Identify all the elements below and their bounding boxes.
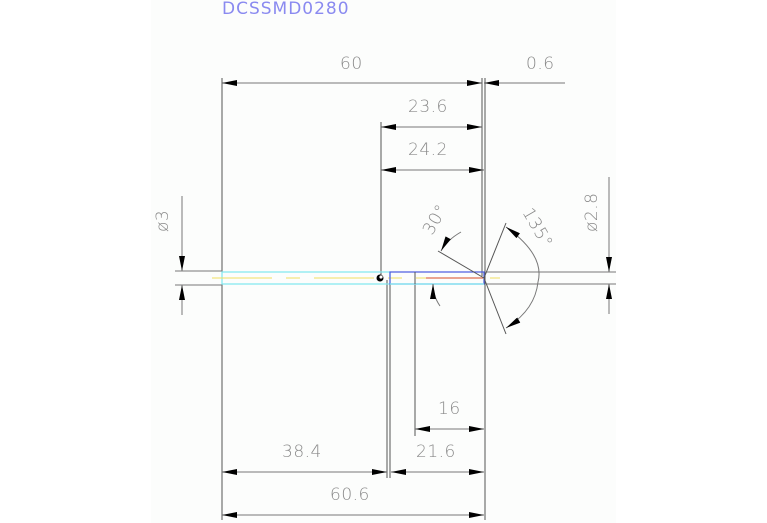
dim-overall-length: 60 [222,54,482,86]
dim-tip-offset: 0.6 [484,54,565,86]
drawing-title: DCSSMD0280 [222,0,350,19]
dim-shank-length: 38.4 [222,442,387,475]
dim-neck-length: 21.6 [391,442,484,475]
tool-geometry [212,271,500,285]
dim-shank-diameter: ø3 [153,196,222,315]
svg-text:38.4: 38.4 [282,442,322,462]
dim-tip-diameter: ø2.8 [486,177,616,314]
drawing-sheet [151,0,616,523]
dim-helix-angle: 30° [419,201,485,307]
svg-text:23.6: 23.6 [408,97,448,117]
svg-text:ø2.8: ø2.8 [582,193,602,232]
svg-text:60.6: 60.6 [330,485,370,505]
dim-flute-length-a: 23.6 [381,97,482,130]
svg-text:16: 16 [438,399,461,419]
dim-point-angle: 135° [483,205,557,335]
svg-text:30°: 30° [419,201,452,238]
svg-text:24.2: 24.2 [408,140,448,160]
svg-text:ø3: ø3 [153,210,173,232]
dim-total-length: 60.6 [222,485,484,518]
svg-text:21.6: 21.6 [416,442,456,462]
svg-text:135°: 135° [518,205,557,252]
dim-flute-length-b: 24.2 [381,140,484,173]
svg-text:0.6: 0.6 [526,54,555,74]
dim-cut-length: 16 [415,399,484,432]
svg-text:60: 60 [340,54,363,74]
